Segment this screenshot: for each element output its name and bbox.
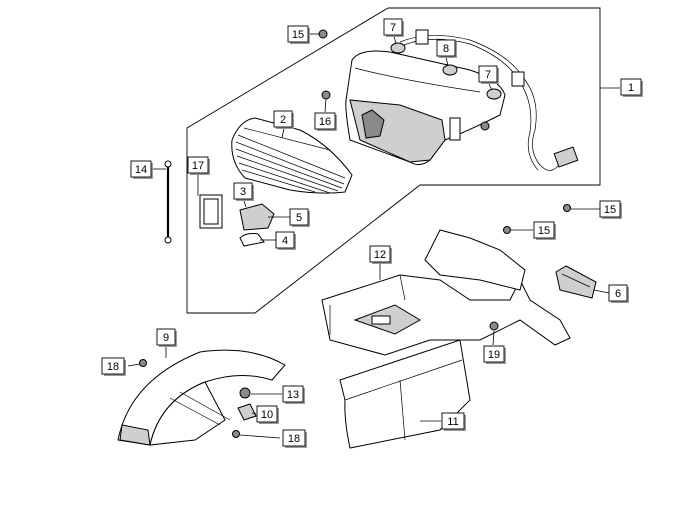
callout-5: 5 — [289, 208, 310, 227]
callout-11: 11 — [441, 412, 466, 431]
screw-19 — [489, 321, 499, 331]
callout-10: 10 — [256, 405, 279, 424]
svg-text:10: 10 — [261, 409, 273, 421]
svg-text:15: 15 — [292, 29, 304, 41]
reflector-6 — [555, 265, 597, 299]
rubber-cap-4 — [239, 233, 265, 247]
bulb-8 — [442, 64, 458, 76]
callout-2: 2 — [273, 110, 294, 129]
screw-housing — [480, 121, 490, 131]
callout-1: 1 — [620, 78, 643, 97]
screw-16 — [321, 90, 331, 100]
bolt-18-left — [139, 359, 147, 367]
svg-text:16: 16 — [319, 116, 331, 128]
svg-text:18: 18 — [107, 361, 119, 373]
callout-17: 17 — [187, 156, 210, 175]
callout-14: 14 — [130, 160, 153, 179]
svg-text:15: 15 — [604, 204, 616, 216]
harness-connector — [553, 146, 579, 168]
callout-7b: 7 — [478, 65, 499, 84]
taillight-group-outline — [186, 7, 601, 314]
socket-b — [511, 71, 525, 87]
callout-3: 3 — [233, 182, 254, 201]
svg-text:8: 8 — [443, 43, 449, 55]
callout-15b: 15 — [533, 221, 556, 240]
callout-13: 13 — [282, 385, 305, 404]
callout-15a: 15 — [287, 25, 310, 44]
callout-18a: 18 — [101, 357, 126, 376]
socket-a — [415, 29, 429, 45]
callout-16: 16 — [314, 112, 337, 131]
callout-8: 8 — [436, 39, 457, 58]
screw-15-top — [318, 29, 328, 39]
svg-text:3: 3 — [240, 186, 246, 198]
screw-15-mid — [503, 226, 511, 234]
svg-text:18: 18 — [288, 433, 300, 445]
nut-13 — [239, 387, 251, 399]
leader-lines — [127, 33, 620, 439]
bulb-7-right — [486, 88, 502, 100]
tail-light-housing — [345, 50, 506, 166]
svg-text:12: 12 — [374, 249, 386, 261]
lamp-bracket — [199, 194, 223, 229]
svg-text:7: 7 — [390, 22, 396, 34]
bush-10 — [237, 403, 257, 421]
svg-text:2: 2 — [280, 114, 286, 126]
rear-inner-fender — [321, 229, 571, 356]
wiring-harness — [399, 35, 563, 171]
svg-text:19: 19 — [488, 349, 500, 361]
callout-7a: 7 — [383, 18, 404, 37]
svg-text:5: 5 — [296, 212, 302, 224]
rear-mudguard — [117, 349, 286, 446]
rubber-holder-5 — [239, 203, 275, 231]
bolt-18-bottom — [232, 430, 240, 438]
rear-reflector-lens — [231, 117, 353, 194]
svg-text:6: 6 — [615, 288, 621, 300]
callout-4: 4 — [275, 231, 296, 250]
svg-text:17: 17 — [192, 160, 204, 172]
svg-text:4: 4 — [282, 235, 288, 247]
svg-text:7: 7 — [485, 69, 491, 81]
callout-11-text: 11 — [447, 416, 458, 428]
callout-6: 6 — [608, 284, 629, 303]
splash-guard — [339, 339, 471, 449]
svg-text:15: 15 — [538, 225, 550, 237]
svg-text:9: 9 — [163, 332, 169, 344]
svg-text:14: 14 — [135, 164, 147, 176]
bulb-7-top — [390, 42, 406, 54]
callout-19: 19 — [483, 345, 506, 364]
callout-9: 9 — [156, 328, 177, 347]
callout-12: 12 — [369, 245, 392, 264]
svg-text:13: 13 — [287, 389, 299, 401]
screw-15-right — [563, 204, 571, 212]
callout-18b: 18 — [282, 429, 307, 448]
svg-text:1: 1 — [628, 82, 634, 94]
callout-15c: 15 — [599, 200, 622, 219]
